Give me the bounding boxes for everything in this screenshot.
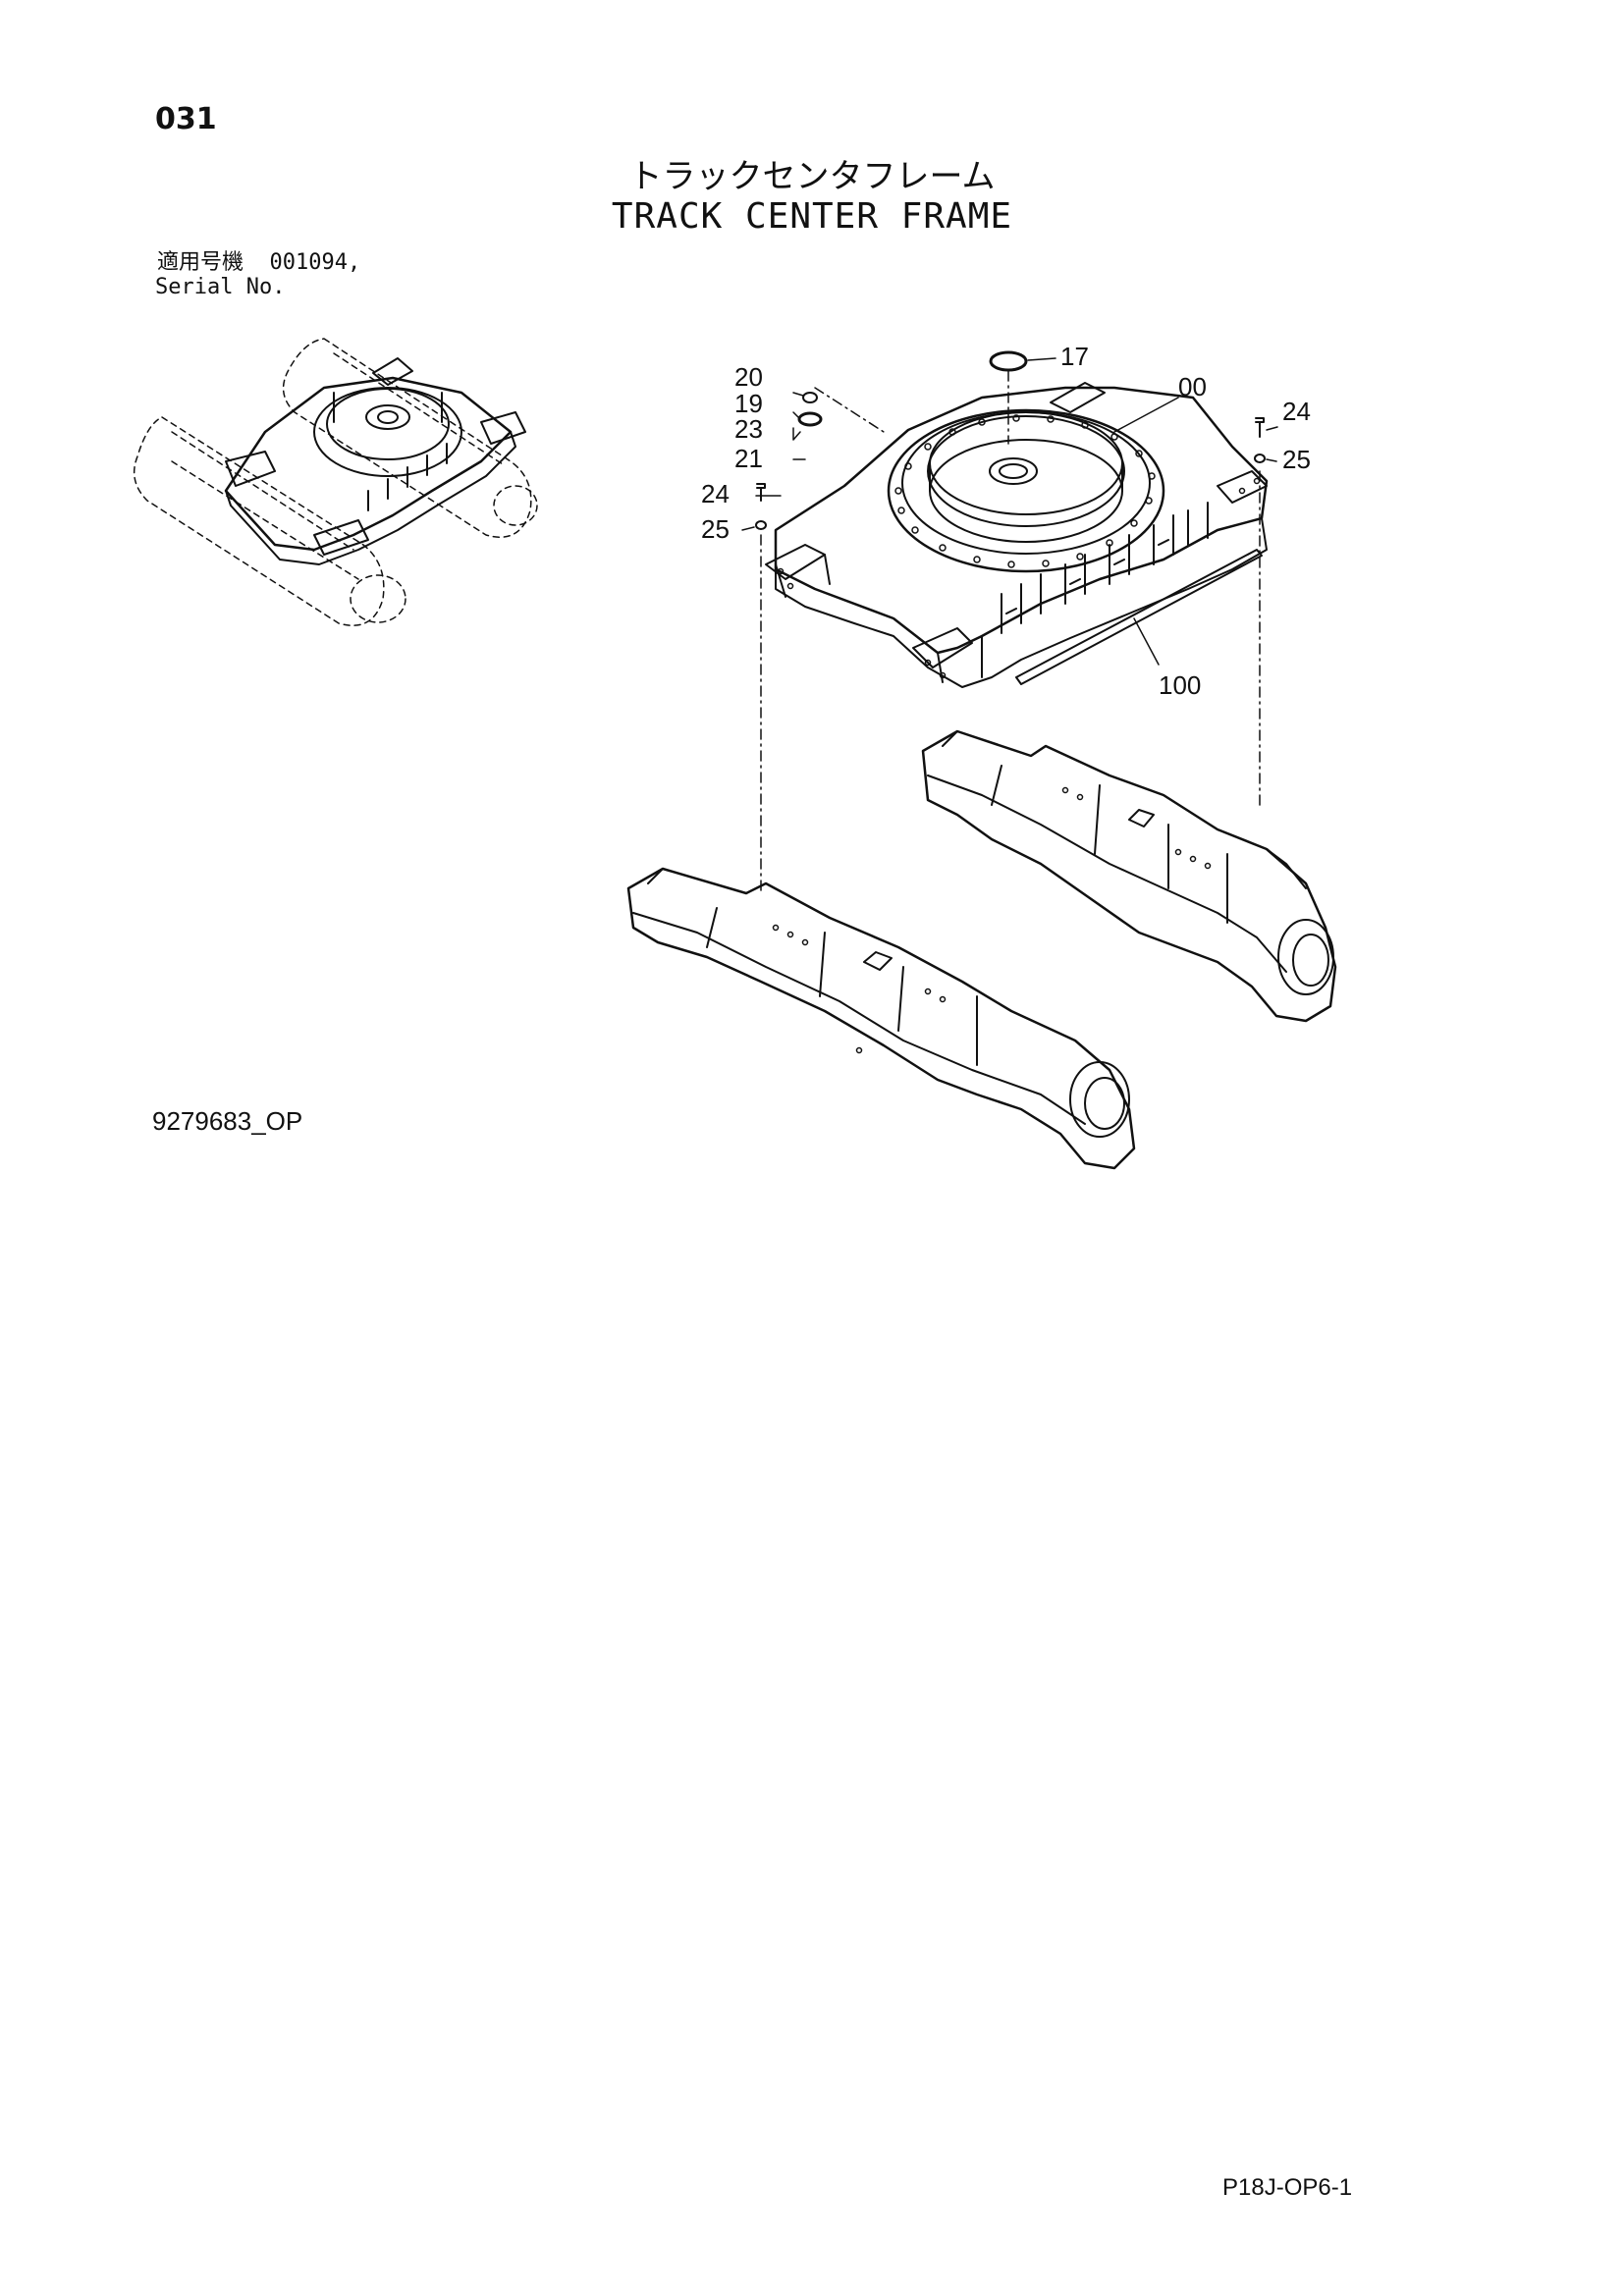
serial-info: 適用号機 001094,: [157, 251, 360, 275]
serial-label-en: Serial No.: [155, 275, 286, 299]
strip-part-100: [1015, 549, 1263, 685]
callout-19: 19: [734, 389, 763, 418]
drawing-code: 9279683_OP: [152, 1106, 303, 1136]
serial-value: 001094,: [269, 250, 361, 275]
callout-25-right: 25: [1282, 445, 1311, 474]
serial-label-jp: 適用号機: [157, 250, 244, 275]
callout-24-right: 24: [1282, 397, 1311, 426]
small-parts: [755, 350, 1266, 530]
callout-25-left: 25: [701, 514, 730, 544]
page-reference: P18J-OP6-1: [1222, 2174, 1353, 2201]
callout-24-left: 24: [701, 479, 730, 508]
callout-17: 17: [1060, 342, 1089, 371]
side-frame-left: [626, 867, 1136, 1170]
center-frame: [765, 382, 1269, 688]
page-number: 031: [155, 102, 217, 136]
callout-21: 21: [734, 444, 763, 473]
title-english: TRACK CENTER FRAME: [611, 196, 1013, 237]
title-japanese: トラックセンタフレーム: [628, 157, 996, 196]
callout-23: 23: [734, 414, 763, 444]
side-frame-right: [921, 729, 1337, 1023]
callout-labels: 17 00 20 19 23 21 24 25 24 25 100: [701, 342, 1311, 700]
callout-20: 20: [734, 362, 763, 392]
callout-00: 00: [1178, 372, 1207, 401]
o-ring-17: [989, 350, 1028, 372]
overview-thumbnail: [133, 338, 538, 626]
callout-100: 100: [1159, 670, 1201, 700]
leader-lines: [741, 357, 1278, 894]
